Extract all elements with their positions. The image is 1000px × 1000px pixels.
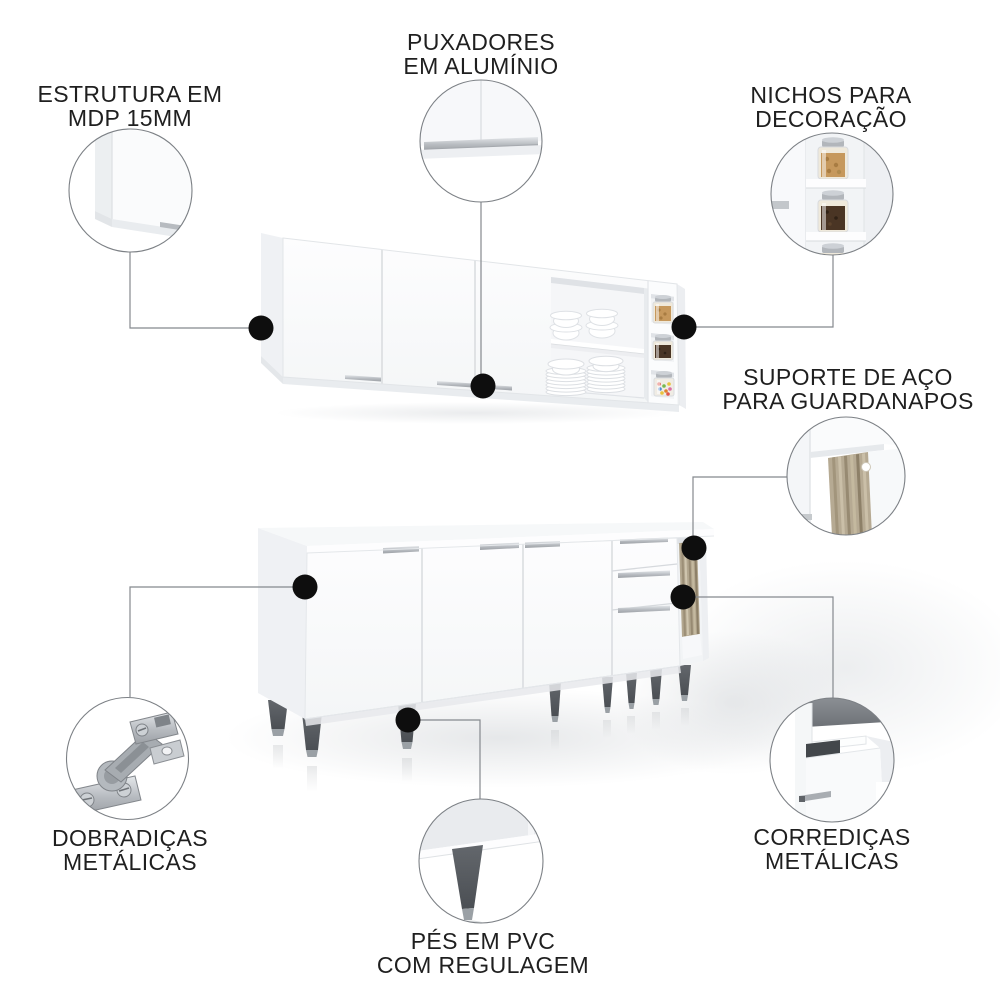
- wall-cabinet: [261, 233, 686, 412]
- callout-label-pes: PÉS EM PVC COM REGULAGEM: [363, 929, 603, 977]
- decor-niches-icon: [771, 133, 893, 255]
- steel-pin-icon: [861, 462, 871, 472]
- label-line: METÁLICAS: [765, 848, 899, 874]
- label-line: SUPORTE DE AÇO: [743, 364, 953, 390]
- mdp-panel-icon: [95, 129, 192, 240]
- drawer-stack: [611, 537, 678, 613]
- connector-dots: [248, 314, 707, 733]
- label-line: DECORAÇÃO: [755, 106, 907, 132]
- aluminum-handle-icon: [420, 80, 542, 159]
- connector-dot: [670, 584, 696, 610]
- jar-coffee-icon: [652, 334, 674, 361]
- connector-dot: [681, 535, 707, 561]
- connector-dot: [248, 315, 274, 341]
- jar-crackers-icon: [652, 295, 674, 324]
- callout-circle-corredicas: [769, 697, 895, 823]
- connector-dot: [395, 707, 421, 733]
- connector-dot: [470, 373, 496, 399]
- callout-label-puxadores: PUXADORES EM ALUMÍNIO: [371, 30, 591, 78]
- leg: [268, 700, 288, 769]
- label-line: PÉS EM PVC: [410, 928, 556, 954]
- label-line: CORREDIÇAS: [753, 824, 911, 850]
- hinge-icon: [71, 711, 185, 815]
- callout-label-corredicas: CORREDIÇAS METÁLICAS: [722, 825, 942, 873]
- leg: [602, 677, 613, 738]
- connector-line-pes: [408, 719, 481, 799]
- connector-lines: [129, 202, 834, 799]
- label-line: METÁLICAS: [63, 849, 197, 875]
- callout-circle-puxadores: [419, 79, 543, 203]
- label-line: EM ALUMÍNIO: [403, 53, 559, 79]
- plate-stacks: [545, 355, 626, 397]
- callout-circle-dobradicas: [65, 696, 190, 821]
- callout-label-nichos: NICHOS PARA DECORAÇÃO: [721, 83, 941, 131]
- label-line: PARA GUARDANAPOS: [722, 388, 974, 414]
- connector-line-suporte: [692, 476, 788, 548]
- drawer-handle: [618, 570, 670, 578]
- connector-dot: [292, 574, 318, 600]
- label-line: DOBRADIÇAS: [51, 825, 209, 851]
- connector-line-corredicas: [684, 596, 834, 698]
- napkin-holder-icon: [787, 417, 905, 535]
- drawer-handle: [618, 605, 670, 613]
- callout-circle-estrutura: [68, 128, 193, 253]
- label-line: MDP 15MM: [67, 105, 193, 131]
- callout-circle-nichos: [770, 132, 894, 256]
- callout-circle-suporte: [786, 416, 906, 536]
- connector-line-nichos: [684, 255, 834, 328]
- connector-dot: [671, 314, 697, 340]
- label-line: ESTRUTURA EM: [37, 81, 223, 107]
- leg: [626, 673, 637, 734]
- callout-label-estrutura: ESTRUTURA EM MDP 15MM: [20, 82, 240, 130]
- label-line: COM REGULAGEM: [376, 952, 590, 978]
- jar-candy-icon: [653, 371, 675, 397]
- label-line: NICHOS PARA: [750, 82, 912, 108]
- decor-niche-column: [647, 280, 677, 405]
- cabinet-legs: [268, 665, 691, 792]
- callout-label-suporte: SUPORTE DE AÇO PARA GUARDANAPOS: [718, 365, 978, 413]
- callout-label-dobradicas: DOBRADIÇAS METÁLICAS: [20, 826, 240, 874]
- callout-circle-pes: [418, 798, 544, 924]
- connector-line-dobradicas: [129, 586, 305, 697]
- bowls: [549, 308, 619, 341]
- label-line: PUXADORES: [406, 29, 556, 55]
- leg: [678, 665, 691, 726]
- open-shelf-section: [545, 277, 648, 402]
- connector-line-estrutura: [129, 252, 261, 329]
